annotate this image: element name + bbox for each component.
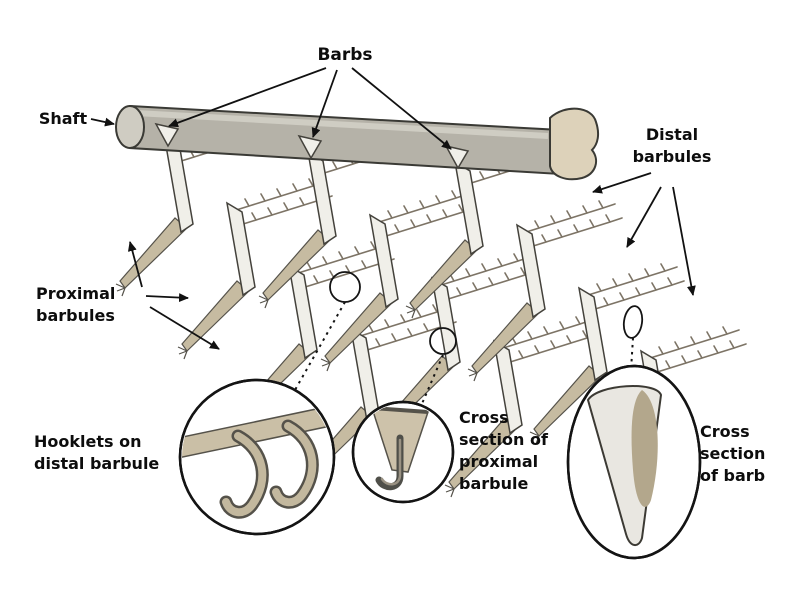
shaft-label: Shaft xyxy=(39,109,88,128)
shaft-cut-end xyxy=(549,107,600,181)
barb-cross-section-highlight-circle xyxy=(622,305,644,339)
cross-section-proximal-label-line4: barbule xyxy=(459,474,528,493)
dotted-connector xyxy=(294,301,346,391)
barb-attachment-notch xyxy=(297,134,323,160)
distal-barbules-label-line2: barbules xyxy=(633,147,712,166)
proximal-cross-section-highlight-circle xyxy=(429,327,457,355)
proximal-barbules-label-line1: Proximal xyxy=(36,284,115,303)
cross-section-proximal-label-line1: Cross xyxy=(459,408,509,427)
barbs-label: Barbs xyxy=(317,45,372,65)
inset-proximal-cross-section xyxy=(351,400,455,504)
dotted-connector xyxy=(630,337,634,371)
distal-barbules-label-line1: Distal xyxy=(646,125,698,144)
cross-section-proximal-label-line3: proximal xyxy=(459,452,538,471)
inset-hooklets xyxy=(178,378,336,536)
hooklets-label-line1: Hooklets on xyxy=(34,432,141,451)
inset-barb-cross-section xyxy=(566,364,702,560)
pointer-arrows xyxy=(90,67,696,350)
barb-attachment-notch xyxy=(154,122,180,148)
shaft-graphic xyxy=(115,104,600,181)
hooklet-highlight-circle xyxy=(329,271,361,303)
cross-section-barb-label-line1: Cross xyxy=(700,422,750,441)
cross-section-proximal-label-line2: section of xyxy=(459,430,549,449)
hooklets-label-line2: distal barbule xyxy=(34,454,159,473)
barb-attachment-notch xyxy=(444,144,470,170)
dotted-connector xyxy=(420,354,444,407)
cross-section-barb-label-line2: section xyxy=(700,444,765,463)
proximal-barbules-label-line2: barbules xyxy=(36,306,115,325)
cross-section-barb-label-line3: of barb xyxy=(700,466,765,485)
